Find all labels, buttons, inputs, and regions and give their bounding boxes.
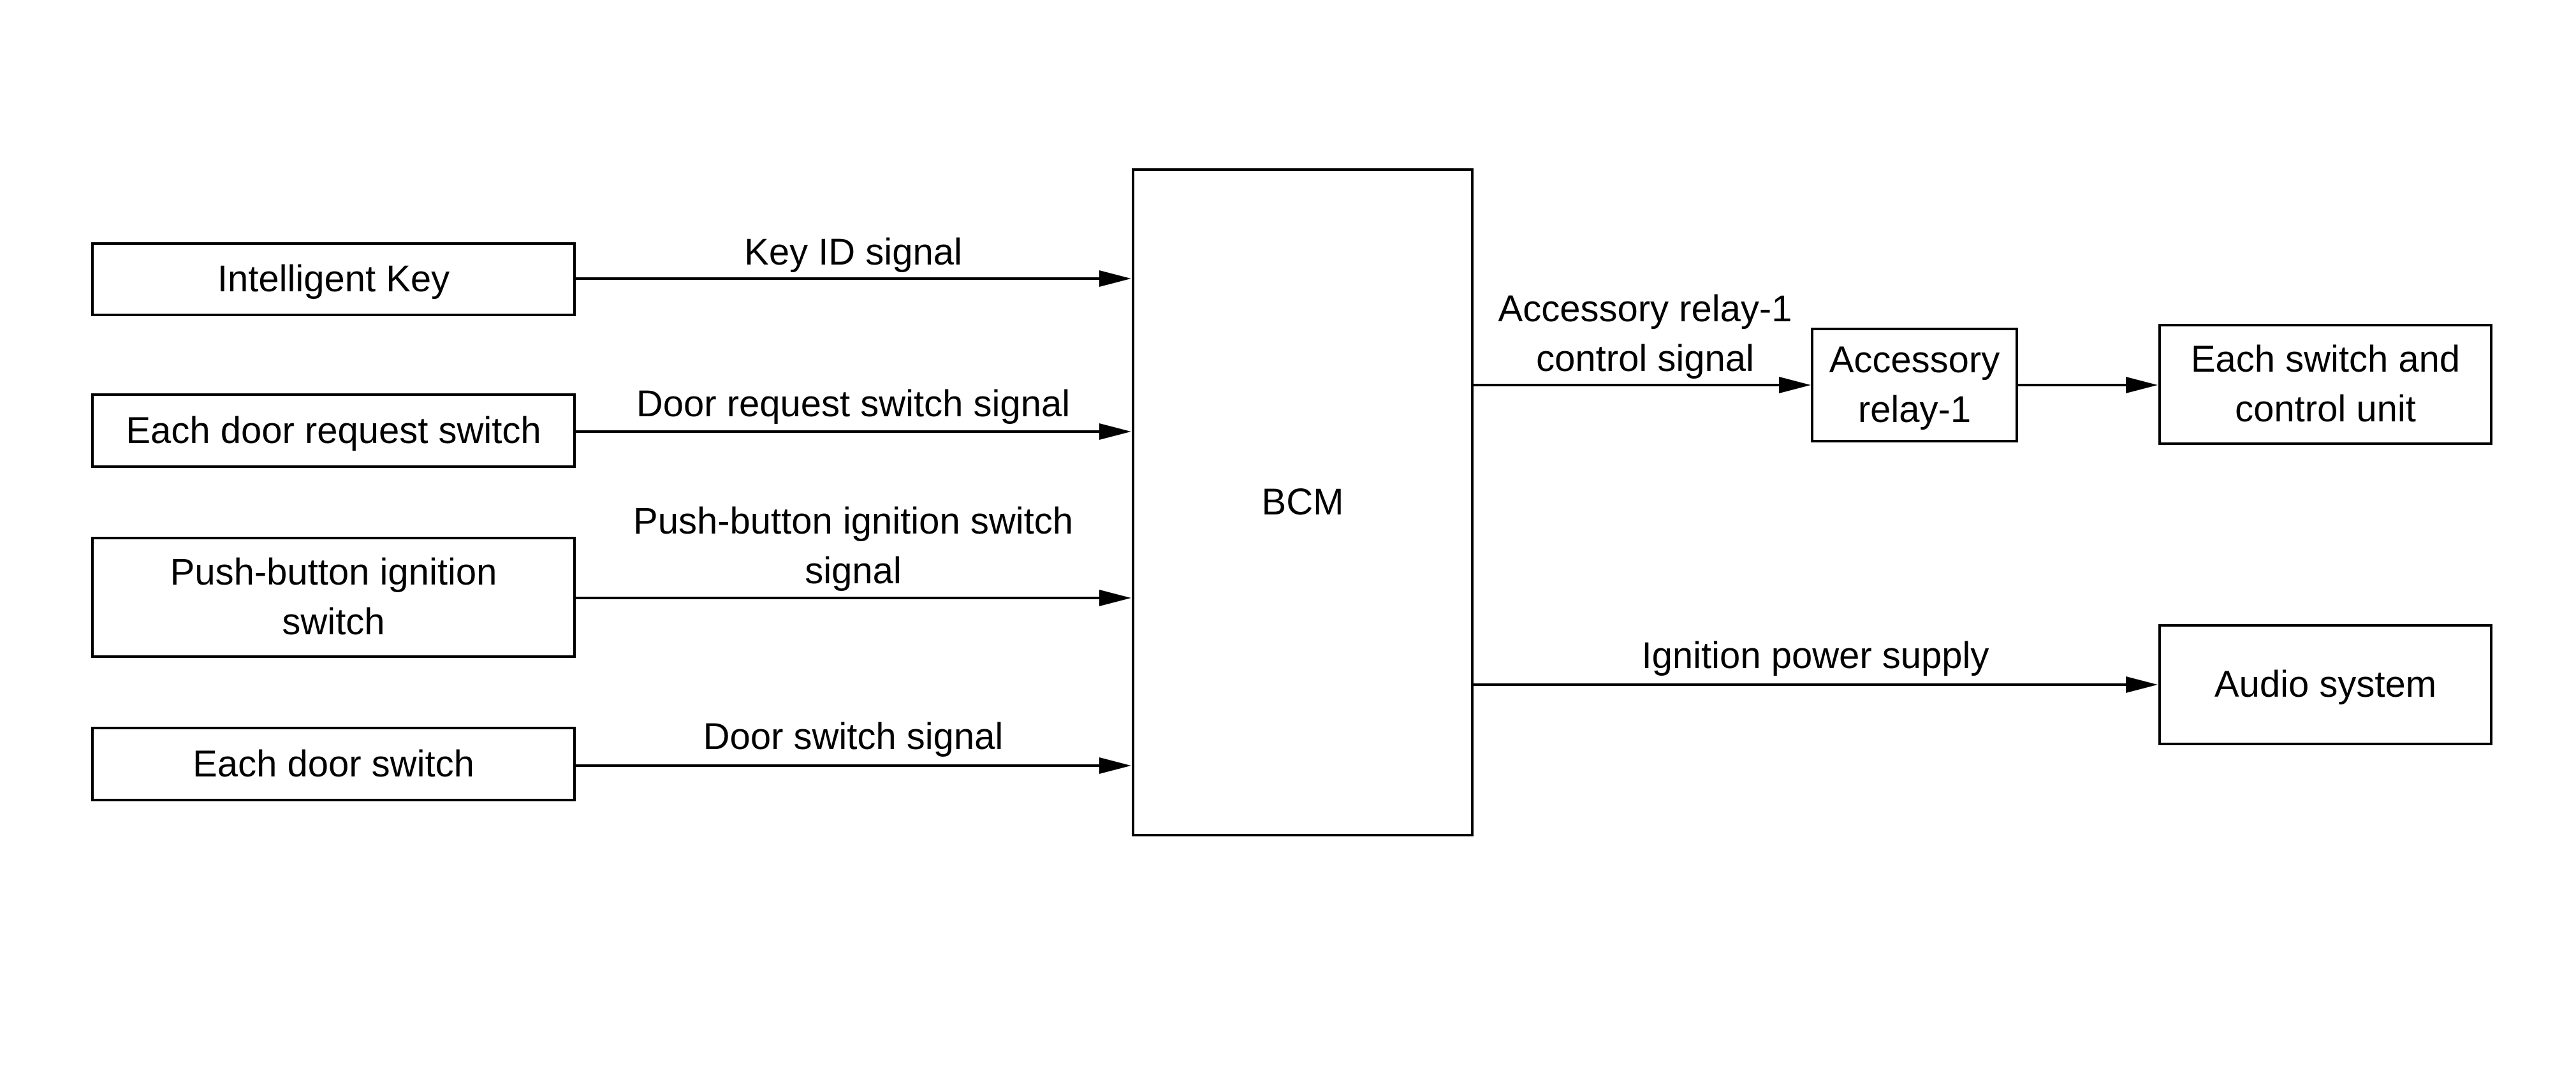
door-switch-arrowhead [1099,757,1131,774]
door-switch-box: Each door switch [91,727,576,801]
push-button-switch-box: Push-button ignition switch [91,537,576,658]
key-id-arrowhead [1099,270,1131,287]
relay-output-arrowhead [2126,377,2158,393]
push-button-switch-label: Push-button ignition switch [170,551,497,643]
audio-system-label: Audio system [2214,664,2437,705]
ignition-power-arrowhead [2126,676,2158,693]
switch-and-control-unit-label: Each switch and control unit [2190,339,2461,430]
accessory-relay-control-signal-label: Accessory relay-1 control signal [1498,288,1792,379]
accessory-relay-label: Accessory relay-1 [1829,339,2000,430]
door-request-switch-label: Each door request switch [126,409,541,451]
intelligent-key-box: Intelligent Key [91,242,576,316]
key-id-signal-label: Key ID signal [744,231,962,273]
push-button-signal-label: Push-button ignition switch signal [633,500,1073,592]
bcm-label: BCM [1261,481,1344,523]
switch-and-control-unit-box: Each switch and control unit [2158,324,2492,445]
ignition-power-supply-label: Ignition power supply [1641,635,1989,676]
door-request-switch-box: Each door request switch [91,393,576,468]
door-switch-label: Each door switch [193,743,474,785]
door-request-signal-label: Door request switch signal [636,383,1071,425]
accessory-control-arrowhead [1779,377,1811,393]
intelligent-key-label: Intelligent Key [217,258,450,300]
audio-system-box: Audio system [2158,624,2492,745]
door-request-arrowhead [1099,423,1131,440]
bcm-box: BCM [1132,168,1474,836]
accessory-relay-box: Accessory relay-1 [1811,328,2018,442]
door-switch-signal-label: Door switch signal [703,716,1004,757]
push-button-arrowhead [1099,590,1131,606]
